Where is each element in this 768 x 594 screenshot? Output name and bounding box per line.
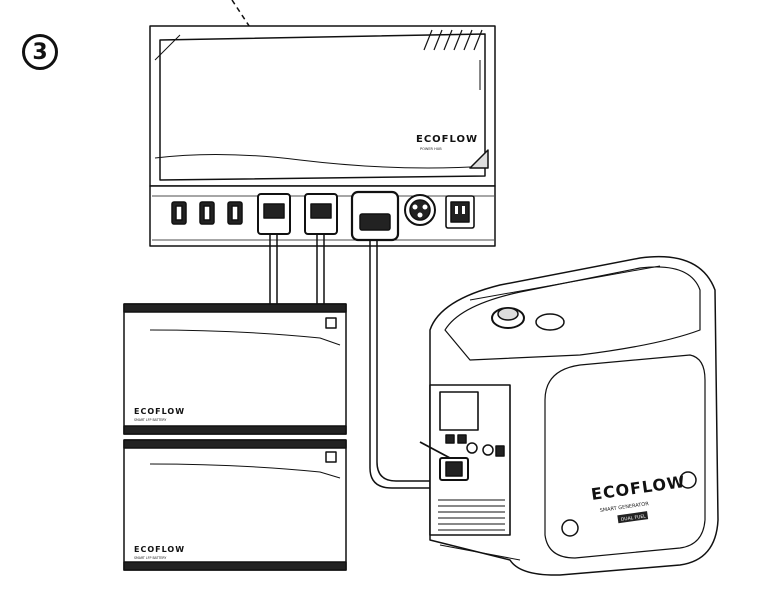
battery-lower: ECOFLOW SMART LFP BATTERY [123, 439, 347, 571]
battery-connector-1 [257, 193, 291, 235]
solar-round-port [404, 194, 436, 226]
dual-fuel-badge-text: DUAL FUEL [621, 513, 647, 522]
generator-display [439, 391, 479, 431]
dc-port-1 [171, 201, 187, 225]
battery-cables [269, 234, 325, 304]
step-number: 3 [32, 39, 48, 65]
ac-outlet [445, 195, 475, 229]
battery-connector-2 [304, 193, 338, 235]
power-hub-shade-curve [154, 153, 489, 169]
power-hub-body [149, 25, 496, 187]
smart-generator: ECOFLOW SMART GENERATOR DUAL FUEL [419, 255, 719, 576]
power-hub-vents [423, 29, 483, 51]
power-hub-panel-line [154, 34, 181, 61]
generator-cable-inner [376, 240, 470, 482]
generator-side-panel [544, 354, 706, 559]
dc-port-2 [199, 201, 215, 225]
fuel-cap [491, 307, 565, 331]
battery-upper-subtitle: SMART LFP BATTERY [134, 418, 166, 422]
battery-lower-subtitle: SMART LFP BATTERY [134, 556, 166, 560]
power-hub-logo: ECOFLOW [416, 134, 478, 145]
battery-upper-logo: ECOFLOW [134, 407, 185, 416]
step-number-badge: 3 [22, 34, 58, 70]
power-hub-subtitle: POWER HUB [420, 147, 442, 151]
generator-cable-outer [369, 240, 470, 489]
generator-connector [350, 190, 400, 242]
battery-lower-logo: ECOFLOW [134, 545, 185, 554]
generator-buttons [445, 434, 505, 457]
generator-vent-grille [438, 499, 505, 531]
generator-top-lid [444, 266, 701, 361]
generator-plug [419, 441, 469, 481]
battery-upper: ECOFLOW SMART LFP BATTERY [123, 303, 347, 435]
dual-fuel-badge: DUAL FUEL [617, 511, 649, 524]
power-hub-front-panel [159, 33, 486, 181]
power-hub-corner-detail [469, 149, 489, 169]
dc-port-3 [227, 201, 243, 225]
power-hub: ECOFLOW POWER HUB [149, 0, 496, 247]
